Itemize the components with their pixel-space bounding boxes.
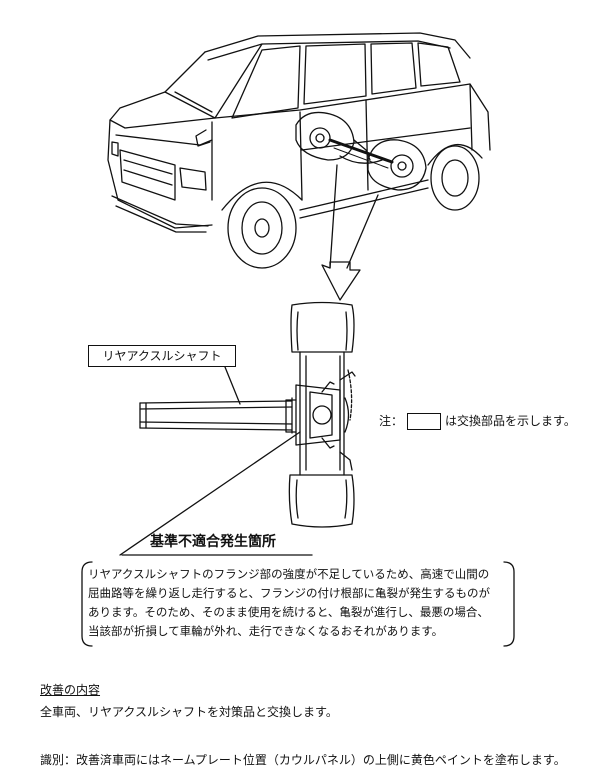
wheel-cross-section [285,301,356,528]
axle-shaft-drawing [139,397,293,434]
suv-vehicle-drawing [107,32,491,269]
description-bracket-right [503,561,515,647]
rear-axle-highlight [295,111,427,191]
description-line: リヤアクスルシャフトのフランジ部の強度が不足しているため、高速で山間の [88,567,490,581]
description-bracket-left [81,561,93,647]
description-line: 屈曲路等を繰り返し走行すると、フランジの付け根部に亀裂が発生するものが [88,586,491,600]
improvement-heading: 改善の内容 [40,683,101,697]
axle-part-label: リヤアクスルシャフト [88,345,236,367]
note-prefix: 注： [379,414,404,429]
replacement-part-legend-box [407,413,442,430]
improvement-body: 全車両、リヤアクスルシャフトを対策品と交換します。 [40,705,338,719]
replacement-note: 注： は交換部品を示します。 [379,413,576,430]
defect-description: リヤアクスルシャフトのフランジ部の強度が不足しているため、高速で山間の 屈曲路等… [88,565,506,645]
identification-note: 識別：改善済車両にはネームプレート位置（カウルパネル）の上側に黄色ペイントを塗布… [40,753,566,767]
defect-location-title: 基準不適合発生箇所 [150,534,276,550]
description-line: 当該部が折損して車輪が外れ、走行できなくなるおそれがあります。 [88,624,444,638]
description-line: あります。そのため、そのまま使用を続けると、亀裂が進行し、最悪の場合、 [88,605,489,619]
part-label-leader [224,366,241,405]
defect-leader [119,431,301,556]
note-suffix: は交換部品を示します。 [445,414,576,429]
pointer-lines [321,164,379,301]
